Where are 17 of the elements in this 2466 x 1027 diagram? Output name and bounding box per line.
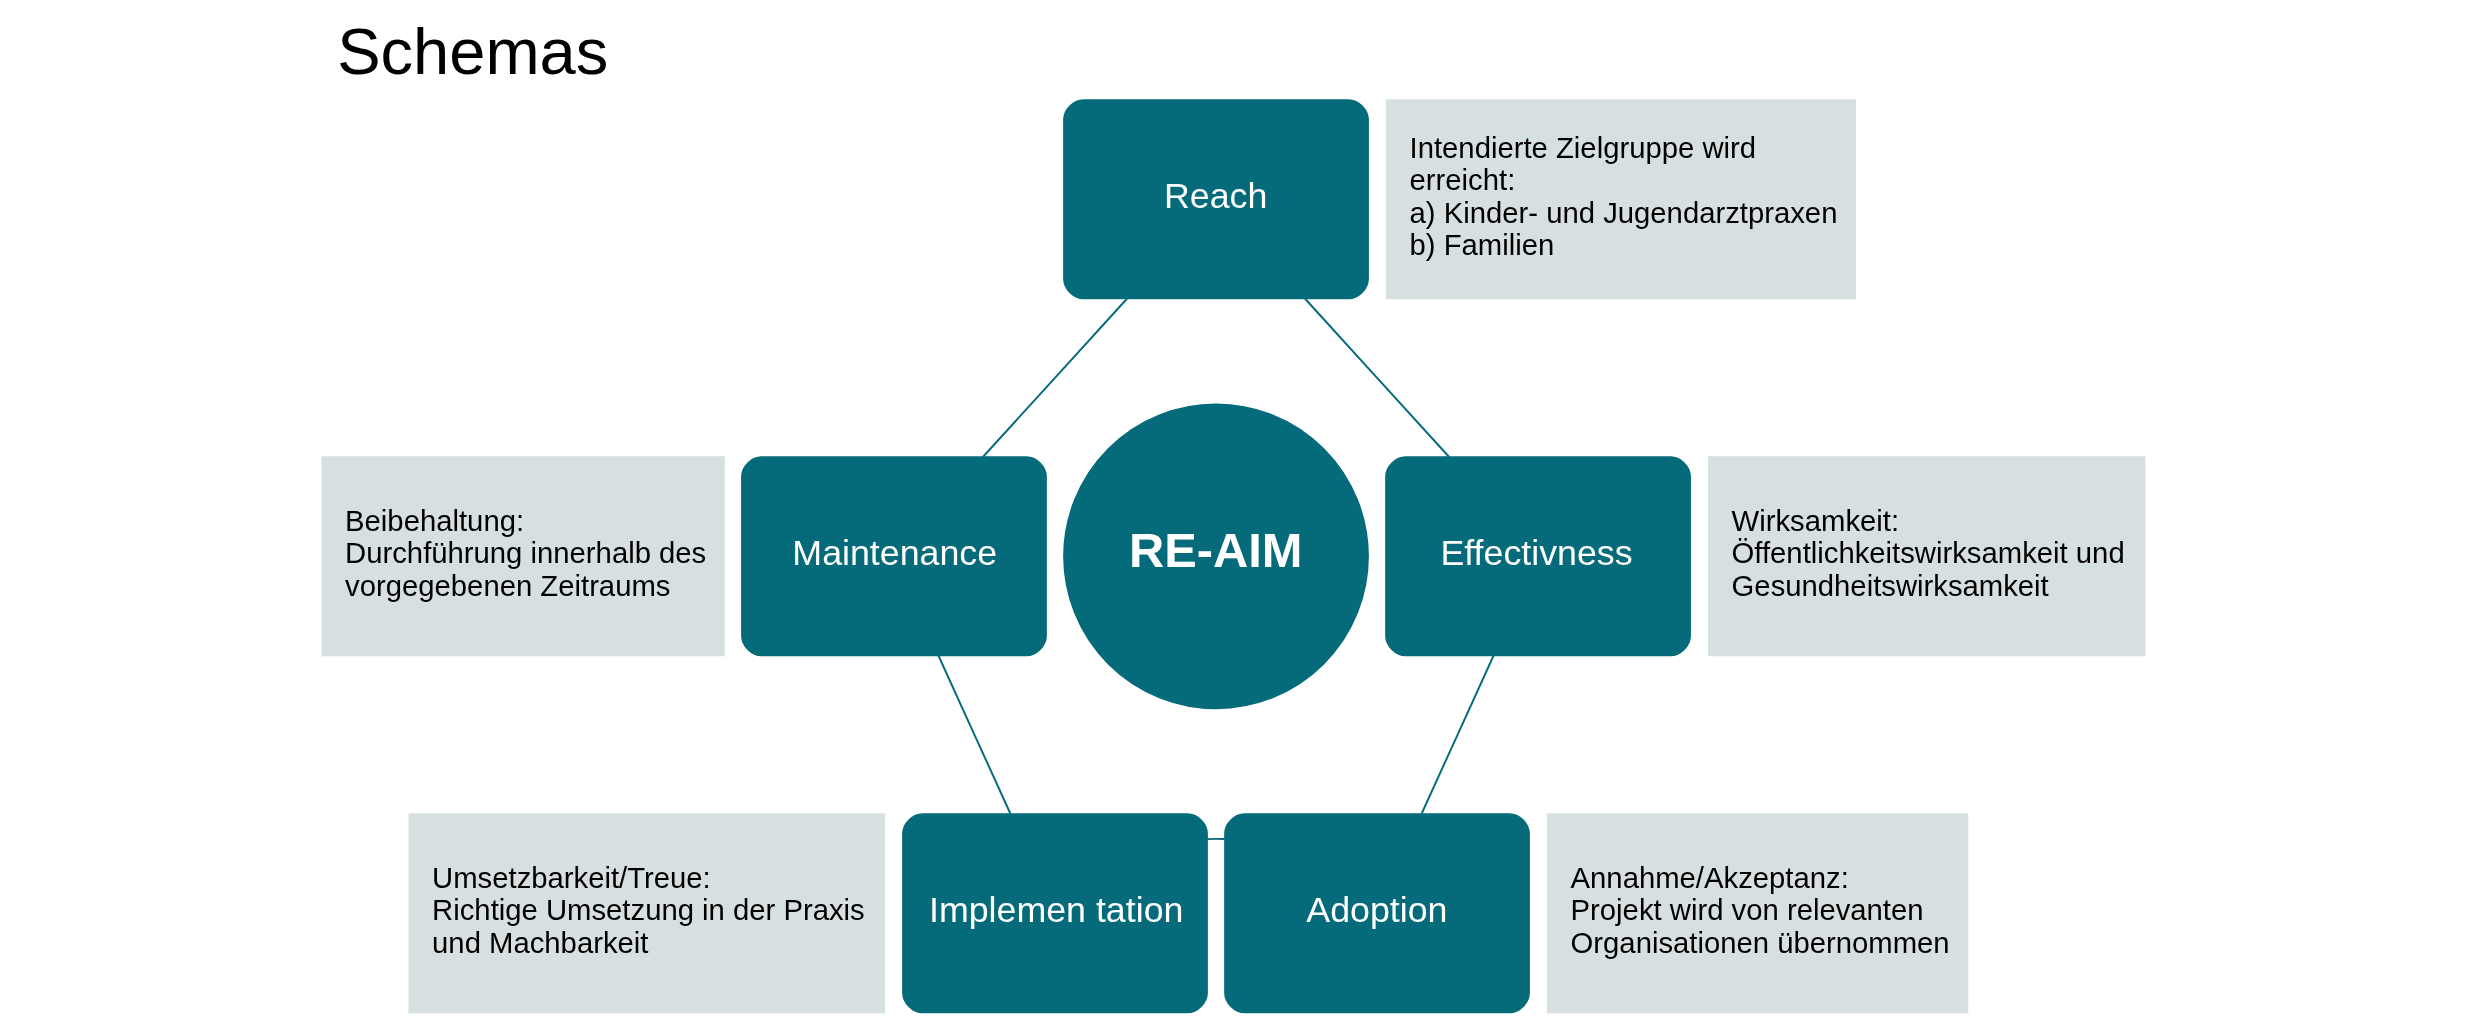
node-box: Annahme/Akzeptanz: Projekt wird von relevanten Organisationen übernommen	[1546, 812, 1968, 1013]
node-box: Intendierte Zielgruppe wird erreicht: a) Kinder- und Jugendarztpraxen b) Familien	[1385, 98, 1856, 299]
connector	[1205, 837, 1225, 840]
node-box: Effectivness	[1384, 455, 1691, 656]
node-box: Beibehaltung: Durchführung innerhalb des vorgegebenen Zeitraums	[321, 455, 725, 656]
connector	[981, 297, 1128, 458]
node-box: Umsetzbarkeit/Treue: Richtige Umsetzung in der Praxis und Machbarkeit	[408, 812, 885, 1013]
connector	[1420, 654, 1495, 815]
node-box: Wirksamkeit: Öffentlichkeitswirksamkeit und Gesundheitswirksamkeit	[1707, 455, 2145, 656]
node-box: Adoption	[1223, 812, 1530, 1013]
node-box: Maintenance	[740, 455, 1047, 656]
diagram-title: Schemas	[336, 14, 608, 88]
node-box: Implemen tation	[901, 812, 1208, 1013]
connector	[1303, 297, 1450, 458]
node-box: Reach	[1062, 98, 1369, 299]
connector	[936, 654, 1011, 815]
node-circle: RE-AIM	[1062, 402, 1369, 709]
